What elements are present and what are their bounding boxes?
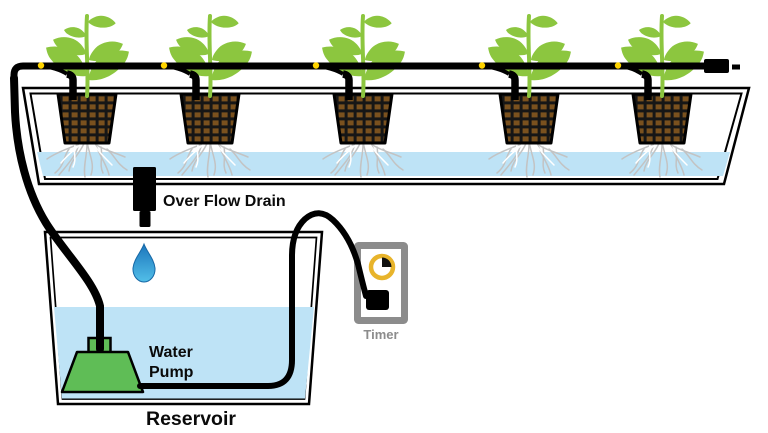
dropper-elbow-3 xyxy=(342,70,353,100)
timer-clock-hand-wedge xyxy=(382,257,392,267)
water-pump-label-line1: Water xyxy=(149,344,193,361)
overflow-drain-body xyxy=(133,167,156,211)
reservoir xyxy=(43,230,324,406)
drip-emitters xyxy=(37,62,622,69)
dropper-elbow-5 xyxy=(641,70,652,100)
reservoir-label: Reservoir xyxy=(146,408,236,430)
pump-supply-tube xyxy=(10,74,104,353)
net-pot-2 xyxy=(179,92,241,145)
emitter-dot-4 xyxy=(478,62,486,69)
plant-4 xyxy=(485,10,574,96)
emitter-dot-5 xyxy=(614,62,622,69)
water-drop-icon xyxy=(132,242,156,283)
emitter-dot-3 xyxy=(312,62,320,69)
net-pot-5 xyxy=(631,92,693,145)
water-pump-icon xyxy=(60,350,145,394)
plant-3 xyxy=(319,10,408,96)
net-pot-4 xyxy=(498,92,560,145)
dropper-elbow-1 xyxy=(66,70,77,100)
plant-1 xyxy=(43,10,132,96)
timer-label: Timer xyxy=(363,327,398,342)
overflow-drain-stem xyxy=(139,211,151,227)
line-end-tick xyxy=(732,64,740,70)
plant-5 xyxy=(618,10,707,96)
power-plug-icon xyxy=(366,290,389,310)
net-pot-3 xyxy=(332,92,394,145)
water-pump-label-line2: Pump xyxy=(149,364,194,381)
net-pot-1 xyxy=(56,92,118,145)
line-end-cap xyxy=(704,59,729,73)
overflow-drain xyxy=(133,167,156,227)
plant-2 xyxy=(166,10,255,96)
pump-power-cord xyxy=(137,210,369,389)
emitter-dot-1 xyxy=(37,62,45,69)
emitter-dot-2 xyxy=(160,62,168,69)
dropper-elbow-2 xyxy=(189,70,200,100)
dropper-elbow-4 xyxy=(508,70,519,100)
overflow-drain-label: Over Flow Drain xyxy=(163,193,286,210)
